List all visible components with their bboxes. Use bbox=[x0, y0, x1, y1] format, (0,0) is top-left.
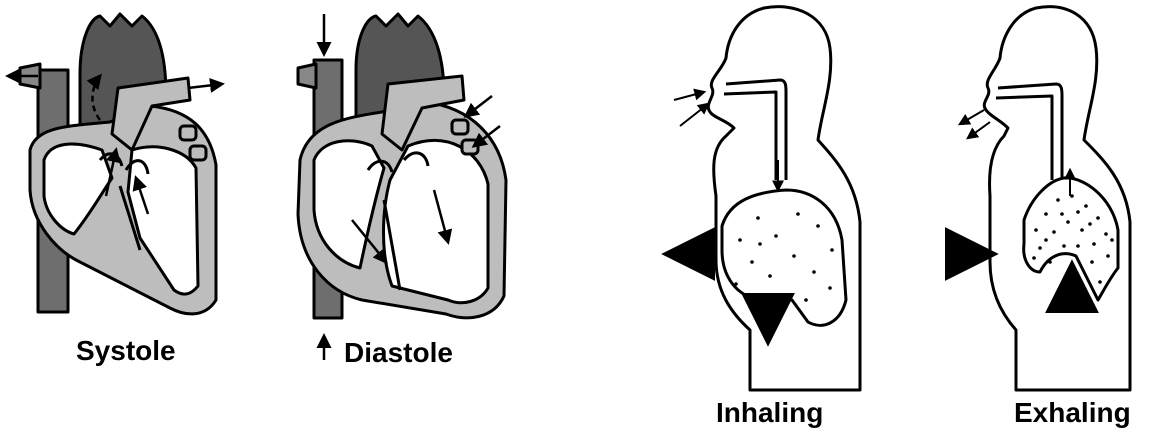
caption-inhaling: Inhaling bbox=[716, 397, 823, 428]
torso-exhale-icon bbox=[984, 7, 1130, 390]
arrow-icon bbox=[968, 122, 990, 138]
caption-diastole: Diastole bbox=[344, 337, 453, 368]
heart-diastole-icon bbox=[298, 14, 506, 318]
arrow-icon bbox=[674, 92, 704, 100]
arrow-icon bbox=[960, 110, 984, 124]
caption-systole: Systole bbox=[76, 335, 176, 366]
heart-systole-icon bbox=[20, 14, 216, 314]
caption-exhaling: Exhaling bbox=[1014, 397, 1131, 428]
arrow-icon bbox=[188, 84, 222, 88]
arrow-icon bbox=[680, 104, 708, 126]
vena-cava-branch bbox=[298, 64, 316, 88]
arrow-icon bbox=[466, 96, 492, 116]
torso-inhale-icon bbox=[708, 7, 860, 390]
